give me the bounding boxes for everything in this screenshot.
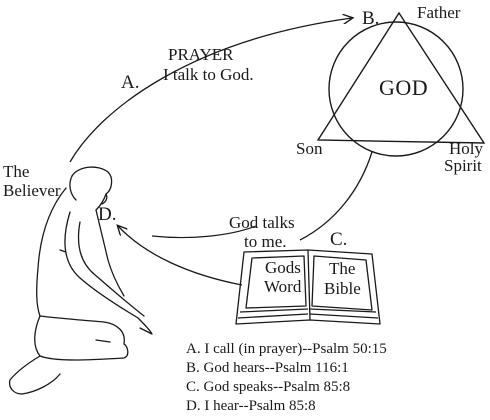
father-label: Father bbox=[417, 3, 461, 22]
legend-item-d: D. I hear--Psalm 85:8 bbox=[186, 398, 316, 414]
trinity-triangle bbox=[316, 11, 486, 144]
arc-god-to-book bbox=[299, 151, 373, 241]
god-talks-line2: to me. bbox=[244, 232, 287, 251]
god-talks-line1: God talks bbox=[229, 213, 295, 232]
prayer-subtitle: I talk to God. bbox=[163, 65, 254, 84]
believer-label-line2: Believer bbox=[3, 181, 61, 200]
arrow-god-speaks bbox=[118, 226, 243, 286]
legend-item-c: C. God speaks--Psalm 85:8 bbox=[186, 379, 351, 395]
god-circle bbox=[328, 21, 464, 157]
spirit-label: Spirit bbox=[444, 156, 482, 175]
book-left-line2: Word bbox=[264, 277, 302, 296]
scripture-legend: A. I call (in prayer)--Psalm 50:15 B. Go… bbox=[186, 340, 387, 416]
believer-label-line1: The bbox=[3, 162, 30, 181]
step-c-label: C. bbox=[330, 229, 348, 250]
step-d-label: D. bbox=[98, 204, 117, 225]
book-right-line2: Bible bbox=[324, 279, 361, 298]
son-label: Son bbox=[296, 139, 323, 158]
prayer-title: PRAYER bbox=[168, 45, 234, 64]
legend-item-b: B. God hears--Psalm 116:1 bbox=[186, 360, 349, 376]
believer-figure bbox=[8, 166, 153, 395]
god-label: GOD bbox=[379, 75, 429, 100]
arrow-prayer bbox=[69, 18, 352, 163]
step-a-label: A. bbox=[121, 72, 140, 93]
book-right-line1: The bbox=[329, 259, 356, 278]
step-b-label: B. bbox=[362, 8, 380, 29]
book-left-line1: Gods bbox=[265, 258, 301, 277]
legend-item-a: A. I call (in prayer)--Psalm 50:15 bbox=[186, 341, 387, 357]
open-bible-icon bbox=[235, 249, 381, 325]
trinity-symbol bbox=[316, 11, 486, 157]
arc-above-book bbox=[151, 225, 257, 239]
holy-label: Holy bbox=[449, 139, 483, 158]
